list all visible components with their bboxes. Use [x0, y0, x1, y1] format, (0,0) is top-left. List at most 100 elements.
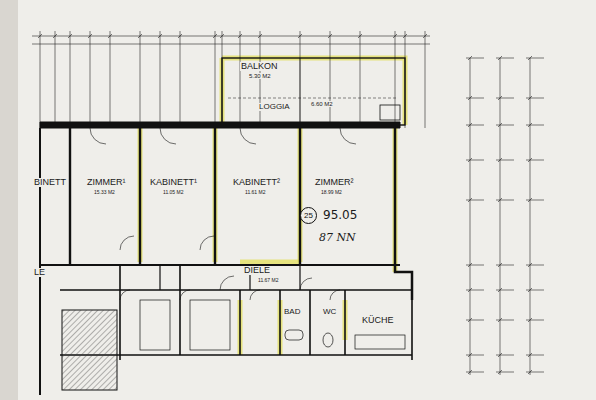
tick: [240, 31, 241, 128]
tick: [468, 263, 472, 267]
tick: [53, 34, 57, 38]
tick: [526, 290, 544, 291]
tick: [526, 355, 544, 356]
tick: [496, 58, 514, 59]
tick: [528, 288, 532, 292]
tick: [403, 34, 407, 38]
tick: [38, 34, 42, 38]
tick: [360, 31, 361, 128]
tick: [468, 96, 472, 100]
tick: [498, 56, 502, 60]
tick: [90, 31, 91, 128]
tick: [528, 198, 532, 202]
tick: [258, 34, 262, 38]
tick: [468, 198, 472, 202]
tick: [468, 158, 472, 162]
room-label: WC: [322, 308, 337, 316]
tick: [498, 288, 502, 292]
room-label: 11.05 M2: [162, 190, 184, 195]
tick: [468, 288, 472, 292]
room-label: 6.60 M2: [310, 101, 334, 107]
tick: [466, 98, 484, 99]
room-label: DIELE: [243, 266, 271, 275]
tick: [425, 31, 426, 128]
tick: [496, 355, 514, 356]
tick: [178, 34, 182, 38]
tick: [528, 263, 532, 267]
tick: [468, 56, 472, 60]
room-label: BAD: [283, 308, 301, 316]
tick: [496, 125, 514, 126]
tick: [393, 34, 397, 38]
tick: [526, 98, 544, 99]
room-label: 87 NN: [318, 232, 357, 243]
tick: [498, 353, 502, 357]
tick: [528, 318, 532, 322]
tick: [423, 34, 427, 38]
tick: [395, 31, 396, 128]
tick: [140, 31, 141, 128]
tick: [498, 198, 502, 202]
tick: [298, 34, 302, 38]
tick: [160, 31, 161, 128]
room-label: KABINETT²: [232, 178, 281, 187]
room-label: 18.99 M2: [320, 190, 343, 195]
tick: [180, 31, 181, 128]
tick: [468, 353, 472, 357]
tick: [528, 123, 532, 127]
tick: [528, 353, 532, 357]
tick: [496, 98, 514, 99]
tick: [496, 265, 514, 266]
tick: [466, 372, 484, 373]
tick: [330, 31, 331, 128]
tick: [40, 31, 41, 128]
tick: [498, 318, 502, 322]
tick: [466, 58, 484, 59]
tick: [498, 96, 502, 100]
tick: [466, 200, 484, 201]
room-label: KABINETT¹: [149, 178, 198, 187]
walls: [40, 58, 412, 395]
tick: [468, 318, 472, 322]
tick: [300, 31, 301, 128]
tick: [528, 370, 532, 374]
tick: [466, 160, 484, 161]
tick: [528, 96, 532, 100]
tick: [68, 34, 72, 38]
tick: [526, 58, 544, 59]
tick: [498, 370, 502, 374]
tick: [526, 125, 544, 126]
unit-number: 25: [304, 211, 313, 220]
tick: [526, 320, 544, 321]
room-label: KÜCHE: [361, 316, 395, 325]
tick: [466, 125, 484, 126]
room-label: BINETT: [33, 178, 67, 187]
tick: [496, 320, 514, 321]
room-label: ZIMMER¹: [86, 178, 127, 187]
tick: [88, 34, 92, 38]
tick: [528, 56, 532, 60]
room-label: LE: [33, 268, 46, 277]
tick: [110, 31, 111, 128]
room-label: 15.33 M2: [93, 190, 116, 195]
tick: [526, 372, 544, 373]
tick: [496, 290, 514, 291]
room-label: BALKON: [240, 62, 279, 71]
tick: [526, 200, 544, 201]
tick: [496, 160, 514, 161]
tick: [215, 31, 216, 128]
room-label: 95.05: [322, 209, 358, 221]
tick: [466, 355, 484, 356]
tick: [260, 31, 261, 128]
room-label: LOGGIA: [258, 103, 291, 111]
tick: [138, 34, 142, 38]
tick: [526, 265, 544, 266]
tick: [55, 31, 56, 128]
tick: [468, 123, 472, 127]
tick: [466, 320, 484, 321]
tick: [498, 158, 502, 162]
tick: [158, 34, 162, 38]
tick: [108, 34, 112, 38]
tick: [328, 34, 332, 38]
